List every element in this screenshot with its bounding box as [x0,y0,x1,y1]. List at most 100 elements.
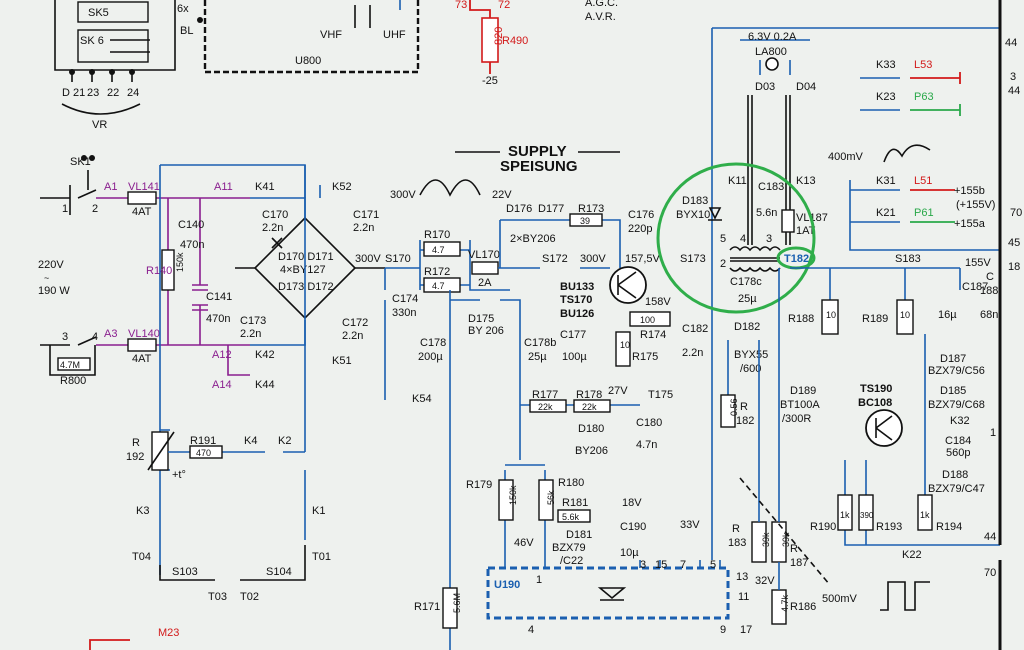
label-thermistor-temp: +t° [172,469,186,481]
label-r191: R191 [190,435,216,447]
label-t04: T04 [132,551,151,563]
label-r175: R175 [632,351,658,363]
label-s103: S103 [172,566,198,578]
label-s183: S183 [895,253,921,265]
label-ts170: TS170 [560,294,592,306]
label-wave-22v: 22V [492,189,512,201]
pin-2: 2 [92,203,98,215]
label-p61: P61 [914,207,934,219]
label-33v: 33V [680,519,700,531]
line-transformer: 6.3V 0.2A LA800 D03 D04 K11 K13 C183 5.6… [656,27,1000,560]
value-r173: 39 [580,216,590,226]
label-t182: T182 [784,253,809,265]
label-vl140: VL140 [128,328,160,340]
label-agc: A.G.C. [585,0,618,9]
pin-u190-3: 3 [640,559,646,571]
winding-3: 3 [766,233,772,245]
pin-u190-4: 4 [528,624,534,636]
label-45: 45 [1008,237,1020,249]
value-vl141: 4AT [132,206,152,218]
label-c188: C [986,271,994,283]
value-r140: 150k [175,252,185,272]
bridge-rectifier: C170 2.2n C171 2.2n C173 2.2n C172 2.2n … [160,164,385,346]
value-vl140: 4AT [132,353,152,365]
resistor-r490: 73 72 820 R490 -25 [455,0,528,87]
label-155v-paren: (+155V) [956,199,995,211]
label-d22: 22 [107,87,119,99]
label-bl: BL [180,25,193,37]
label-avr: A.V.R. [585,11,616,23]
label-c183: C183 [758,181,784,193]
label-k51: K51 [332,355,352,367]
value-r186: 4.7k [780,594,790,612]
value-r172: 4.7 [432,281,445,291]
value-vl187: 1AT [796,225,816,237]
label-t175: T175 [648,389,673,401]
label-44-mid: 44 [1008,85,1020,97]
pin-u190-7: 7 [680,559,686,571]
value-r188: 10 [826,310,836,320]
label-d24: 24 [127,87,139,99]
label-k32: K32 [950,415,970,427]
pin-1: 1 [62,203,68,215]
label-r192-num: 192 [126,451,144,463]
label-u800: U800 [295,55,321,67]
label-r173: R173 [578,203,604,215]
value-r187: 39k [781,532,791,547]
label-r171: R171 [414,601,440,613]
value-r181: 5.6k [562,512,580,522]
value-c188: 68n [980,309,998,321]
label-d189: D189 [790,385,816,397]
label-c172: C172 [342,317,368,329]
label-bzx79-c68: BZX79/C68 [928,399,985,411]
outputs-right: K33 L53 K23 P63 K31 L51 +155b (+155V) K2… [728,0,1022,650]
label-d176: D176 [506,203,532,215]
pin-u190-13: 13 [736,571,748,583]
label-bc108: BC108 [858,397,892,409]
label-d173-d172: D173 D172 [278,281,334,293]
label-t02: T02 [240,591,259,603]
label-bzx79-d181: BZX79 [552,542,586,554]
label-k41: K41 [255,181,275,193]
label-byx10: BYX10 [676,209,710,221]
label-k52: K52 [332,181,352,193]
value-r174: 100 [640,315,655,325]
label-a1: A1 [104,181,117,193]
label-d183: D183 [682,195,708,207]
label-k1: K1 [312,505,325,517]
label-ts190: TS190 [860,383,892,395]
label-155v: 155V [965,257,991,269]
label-uhf: UHF [383,29,406,41]
label-r178: R178 [576,389,602,401]
label-r179: R179 [466,479,492,491]
label-d185: D185 [940,385,966,397]
label-r186: R186 [790,601,816,613]
value-c170: 2.2n [262,222,283,234]
label-bu126: BU126 [560,308,594,320]
label-bzx79-c47: BZX79/C47 [928,483,985,495]
label-la800: LA800 [755,46,787,58]
label-r192: R [132,437,140,449]
label-r188: R188 [788,313,814,325]
value-c178b: 25µ [528,351,547,363]
label-46v: 46V [514,537,534,549]
label-mains-v: 220V [38,259,64,271]
value-r490: 820 [493,27,505,45]
value-c190: 10µ [620,547,639,559]
label-c182: C182 [682,323,708,335]
control-stage: R177 22k R178 22k 27V T175 D180 BY206 C1… [414,330,752,636]
label-p63: P63 [914,91,934,103]
value-c187: 16µ [938,309,957,321]
label-lamp-rating: 6.3V 0.2A [748,31,797,43]
label-c180: C180 [636,417,662,429]
pin-u190-1: 1 [536,574,542,586]
title-speisung: SPEISUNG [500,158,578,175]
label-sk1: SK1 [70,156,91,168]
label-k21: K21 [876,207,896,219]
pin-u190-11: 11 [738,591,749,603]
label-bzx79-c56: BZX79/C56 [928,365,985,377]
value-c173: 2.2n [240,328,261,340]
label-c187: C187 [962,281,988,293]
value-c172: 2.2n [342,330,363,342]
value-c177: 100µ [562,351,587,363]
